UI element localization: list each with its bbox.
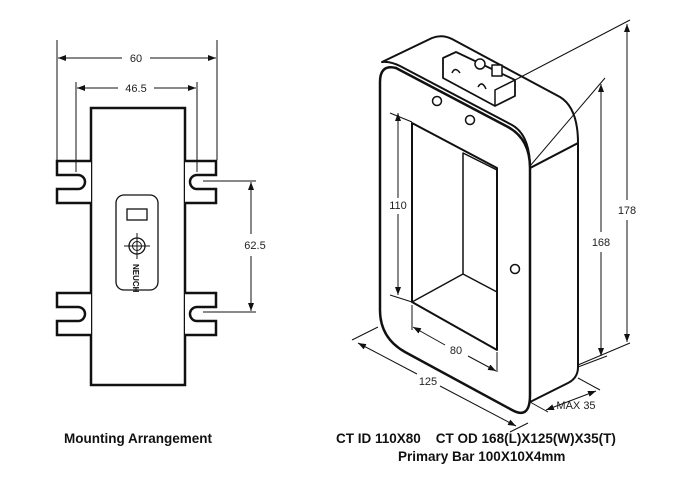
screw-icon	[464, 114, 476, 126]
bracket-bottom-right	[185, 291, 218, 337]
dim-inner-width: 46.5	[125, 83, 146, 95]
terminal-screw-icon	[474, 58, 486, 70]
top-face	[381, 35, 579, 169]
terminal-window	[126, 208, 148, 221]
bracket-top-right	[185, 159, 218, 205]
mounting-view: NEUCH	[55, 40, 256, 387]
brand-logo: NEUCH	[131, 264, 140, 293]
label-plate	[115, 194, 159, 291]
dim-overall-width: 60	[130, 53, 142, 65]
screw-icon	[509, 263, 521, 275]
dim-id-height: 110	[389, 200, 407, 212]
mounting-caption: Mounting Arrangement	[64, 431, 212, 446]
primary-bar-caption: Primary Bar 100X10X4mm	[398, 449, 566, 464]
screw-icon	[431, 95, 443, 107]
dim-od-width: 125	[419, 376, 437, 388]
dim-id-width: 80	[450, 345, 462, 357]
dim-od-length: 168	[592, 237, 610, 249]
ct-dimension-lines	[351, 19, 631, 433]
terminal-block	[442, 51, 516, 107]
dim-slot-pitch: 62.5	[244, 240, 265, 252]
side-face	[529, 142, 579, 403]
bracket-top-left	[55, 159, 91, 205]
ct-spec-caption: CT ID 110X80 CT OD 168(L)X125(W)X35(T)	[336, 431, 616, 446]
dim-total-height: 178	[618, 205, 636, 217]
dim-thickness: MAX 35	[556, 400, 595, 412]
ct-isometric-view	[378, 35, 579, 415]
bracket-bottom-left	[55, 291, 91, 337]
